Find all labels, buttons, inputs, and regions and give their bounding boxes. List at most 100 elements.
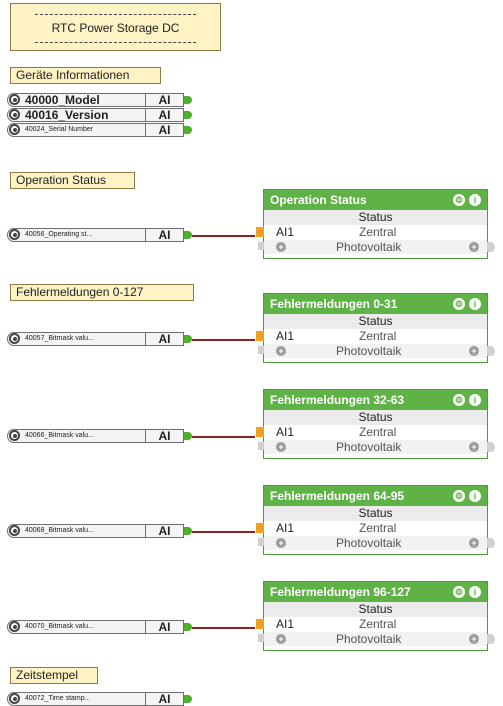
info-icon[interactable]: i xyxy=(469,586,481,598)
output-port[interactable] xyxy=(184,527,192,535)
section-fehlermeldungen[interactable]: Fehlermeldungen 0-127 xyxy=(10,284,194,301)
input-port-empty[interactable] xyxy=(258,634,264,642)
output-port[interactable] xyxy=(184,231,192,239)
block-row-photovoltaik: + Photovoltaik + xyxy=(264,240,487,254)
block-title: Fehlermeldungen 64-95 xyxy=(264,486,487,506)
plus-icon[interactable]: + xyxy=(276,538,286,548)
plus-icon[interactable]: + xyxy=(276,634,286,644)
block-row-status: Status xyxy=(264,602,487,617)
plus-icon[interactable]: + xyxy=(469,346,479,356)
connection-wire[interactable] xyxy=(192,339,255,341)
info-icon[interactable]: i xyxy=(469,298,481,310)
section-zeitstempel[interactable]: Zeitstempel xyxy=(10,667,98,684)
input-port-empty[interactable] xyxy=(258,346,264,354)
connection-wire[interactable] xyxy=(192,627,255,629)
output-label: Photovoltaik xyxy=(336,440,402,454)
block-row-photovoltaik: + Photovoltaik + xyxy=(264,440,487,454)
input-port[interactable] xyxy=(256,331,264,341)
gear-icon[interactable] xyxy=(9,525,20,536)
node-type-ai: AI xyxy=(146,692,184,706)
gear-icon[interactable]: ⚙ xyxy=(453,298,465,310)
node-label: 40000_Model xyxy=(7,93,146,107)
output-port[interactable] xyxy=(487,442,495,452)
output-port[interactable] xyxy=(487,538,495,548)
output-port[interactable] xyxy=(184,335,192,343)
gear-icon[interactable] xyxy=(9,94,20,105)
output-port[interactable] xyxy=(184,111,192,119)
connection-wire[interactable] xyxy=(192,235,255,237)
input-port-empty[interactable] xyxy=(258,538,264,546)
output-port[interactable] xyxy=(487,242,495,252)
plus-icon[interactable]: + xyxy=(469,242,479,252)
gear-icon[interactable]: ⚙ xyxy=(453,490,465,502)
gear-icon[interactable] xyxy=(9,109,20,120)
plus-icon[interactable]: + xyxy=(469,538,479,548)
gear-icon[interactable] xyxy=(9,229,20,240)
input-label: AI1 xyxy=(276,329,295,343)
node-label: 40016_Version xyxy=(7,108,146,122)
block-title: Operation Status xyxy=(264,190,487,210)
dashed-line-top xyxy=(35,14,196,15)
output-port[interactable] xyxy=(184,695,192,703)
input-port-empty[interactable] xyxy=(258,242,264,250)
input-label: AI1 xyxy=(276,617,295,631)
section-operation-status[interactable]: Operation Status xyxy=(10,172,135,189)
output-label: Zentral xyxy=(359,225,397,239)
gear-icon[interactable] xyxy=(9,333,20,344)
block-title: Fehlermeldungen 0-31 xyxy=(264,294,487,314)
input-port[interactable] xyxy=(256,619,264,629)
output-port[interactable] xyxy=(184,96,192,104)
plus-icon[interactable]: + xyxy=(276,346,286,356)
node-type-ai: AI xyxy=(146,524,184,538)
input-port[interactable] xyxy=(256,523,264,533)
node-type-ai: AI xyxy=(146,108,184,122)
plus-icon[interactable]: + xyxy=(276,242,286,252)
gear-icon[interactable] xyxy=(9,430,20,441)
info-icon[interactable]: i xyxy=(469,490,481,502)
node-label: 40024_Serial Number xyxy=(7,123,146,137)
output-label: Photovoltaik xyxy=(336,344,402,358)
plus-icon[interactable]: + xyxy=(469,634,479,644)
block-row-status: Status xyxy=(264,410,487,425)
plus-icon[interactable]: + xyxy=(469,442,479,452)
page-title: RTC Power Storage DC xyxy=(51,21,180,35)
info-icon[interactable]: i xyxy=(469,194,481,206)
gear-icon[interactable] xyxy=(9,693,20,704)
gear-icon[interactable] xyxy=(9,621,20,632)
gear-icon[interactable]: ⚙ xyxy=(453,586,465,598)
node-type-ai: AI xyxy=(146,332,184,346)
output-port[interactable] xyxy=(487,346,495,356)
gear-icon[interactable] xyxy=(9,124,20,135)
output-port[interactable] xyxy=(184,623,192,631)
node-label: 40066_Bitmask valu... xyxy=(7,429,146,443)
connection-wire[interactable] xyxy=(192,531,255,533)
connection-wire[interactable] xyxy=(192,436,255,438)
block-row-input: AI1 Zentral xyxy=(264,225,487,240)
section-geraete-informationen[interactable]: Geräte Informationen xyxy=(10,67,161,84)
plus-icon[interactable]: + xyxy=(276,442,286,452)
gear-icon[interactable]: ⚙ xyxy=(453,194,465,206)
output-port[interactable] xyxy=(487,634,495,644)
gear-icon[interactable]: ⚙ xyxy=(453,394,465,406)
input-port[interactable] xyxy=(256,227,264,237)
output-label: Photovoltaik xyxy=(336,240,402,254)
input-port-empty[interactable] xyxy=(258,442,264,450)
input-port[interactable] xyxy=(256,427,264,437)
node-type-ai: AI xyxy=(146,123,184,137)
output-port[interactable] xyxy=(184,126,192,134)
block-row-photovoltaik: + Photovoltaik + xyxy=(264,344,487,358)
output-label: Photovoltaik xyxy=(336,536,402,550)
node-type-ai: AI xyxy=(146,620,184,634)
input-label: AI1 xyxy=(276,225,295,239)
output-port[interactable] xyxy=(184,432,192,440)
title-comment-box[interactable]: RTC Power Storage DC xyxy=(10,3,221,51)
dashed-line-bottom xyxy=(35,42,196,43)
node-label: 40070_Bitmask valu... xyxy=(7,620,146,634)
info-icon[interactable]: i xyxy=(469,394,481,406)
